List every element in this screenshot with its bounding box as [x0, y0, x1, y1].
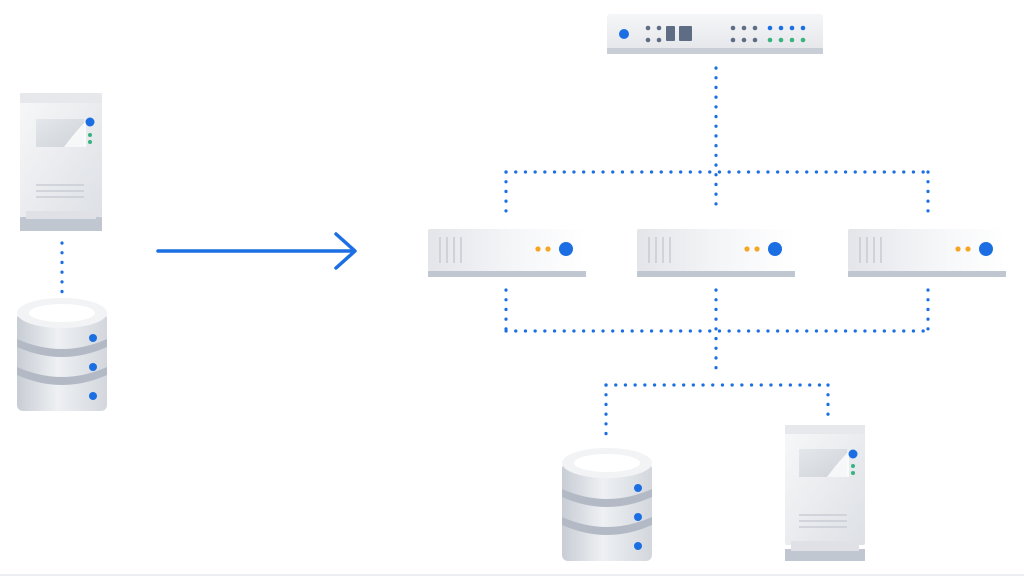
bottom-divider — [0, 574, 1024, 576]
database-icon — [17, 298, 107, 411]
database-icon — [562, 448, 652, 561]
rack-server-icon — [428, 229, 586, 277]
rack-server-icon — [637, 229, 795, 277]
connection-lines — [60, 66, 930, 444]
tower-server-icon — [785, 425, 865, 561]
arrow-right-icon — [156, 232, 357, 270]
tower-server-icon — [20, 93, 102, 231]
rack-server-icon — [848, 229, 1006, 277]
network-switch-icon — [607, 14, 823, 54]
